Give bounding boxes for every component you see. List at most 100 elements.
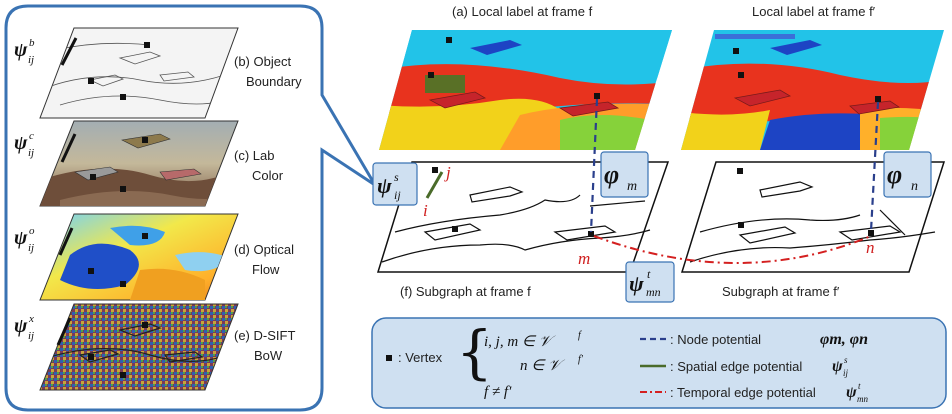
feature-label-e-line1: (e) D-SIFT bbox=[234, 328, 295, 343]
vertex-marker bbox=[738, 222, 744, 228]
legend-spatial-sub: ij bbox=[843, 368, 849, 378]
vertex-marker bbox=[88, 268, 94, 274]
spatial-potential-box: ψ s ij bbox=[372, 162, 418, 206]
node-potential-n-box: φ n bbox=[883, 151, 932, 198]
legend-brace: { bbox=[456, 318, 493, 386]
vertex-marker bbox=[594, 93, 600, 99]
temporal-potential-box: ψ t mn bbox=[625, 261, 675, 303]
svg-text:ij: ij bbox=[394, 188, 401, 202]
vertex-marker bbox=[428, 72, 434, 78]
vertex-marker bbox=[90, 174, 96, 180]
svg-text:ψ: ψ bbox=[377, 173, 392, 198]
vertex-marker bbox=[733, 48, 739, 54]
svg-text:b: b bbox=[29, 37, 35, 49]
svg-text:mn: mn bbox=[646, 285, 661, 299]
legend-node-math: φm, φn bbox=[820, 331, 868, 348]
vertex-marker bbox=[875, 96, 881, 102]
legend-cond-1-sup: f bbox=[578, 330, 582, 341]
feature-label-d-line1: (d) Optical bbox=[234, 242, 294, 257]
svg-text:o: o bbox=[29, 225, 35, 237]
legend-vertex-label: : Vertex bbox=[398, 350, 443, 365]
vertex-marker bbox=[737, 168, 743, 174]
optical-flow-panel bbox=[39, 213, 239, 301]
node-potential-m-box: φ m bbox=[600, 151, 649, 198]
spatial-edge-mark bbox=[60, 37, 78, 66]
legend-cond-2: n ∈ 𝒱 bbox=[520, 358, 565, 374]
legend-temporal-text: : Temporal edge potential bbox=[670, 385, 816, 400]
vertex-marker bbox=[88, 78, 94, 84]
node-potential-m bbox=[589, 98, 599, 233]
legend-cond-1: i, j, m ∈ 𝒱 bbox=[484, 334, 556, 350]
svg-text:m: m bbox=[627, 179, 637, 194]
svg-text:ψ: ψ bbox=[14, 132, 28, 154]
vertex-marker bbox=[120, 372, 126, 378]
feature-label-d-line2: Flow bbox=[252, 262, 280, 277]
feature-label-c-line1: (c) Lab bbox=[234, 148, 274, 163]
spatial-edge-mark bbox=[60, 133, 77, 163]
vertex-marker bbox=[588, 231, 594, 237]
feature-label-c-line2: Color bbox=[252, 168, 284, 183]
legend-temporal-symbol: ψ bbox=[846, 384, 857, 401]
vertex-marker bbox=[452, 226, 458, 232]
local-label-image-fprime bbox=[681, 30, 944, 150]
vertex-marker bbox=[142, 233, 148, 239]
svg-text:ψ: ψ bbox=[14, 39, 28, 61]
feature-symbol-b: ψ b ij bbox=[14, 37, 35, 66]
feature-symbol-c: ψ c ij bbox=[14, 130, 34, 159]
vertex-marker bbox=[120, 94, 126, 100]
vertex-marker bbox=[120, 281, 126, 287]
legend-cond-3: f ≠ f′ bbox=[484, 384, 512, 400]
title-local-label-fprime: Local label at frame f′ bbox=[752, 4, 876, 19]
vertex-marker bbox=[144, 42, 150, 48]
svg-text:φ: φ bbox=[604, 160, 619, 189]
title-subgraph-f: (f) Subgraph at frame f bbox=[400, 284, 531, 299]
svg-text:ψ: ψ bbox=[629, 271, 644, 296]
svg-text:s: s bbox=[394, 170, 399, 184]
node-label-m: m bbox=[578, 249, 590, 268]
feature-symbol-x: ψ x ij bbox=[14, 313, 34, 342]
subgraph-frame-fprime bbox=[680, 161, 946, 273]
dsift-bow-panel bbox=[39, 303, 239, 391]
svg-text:ij: ij bbox=[28, 330, 34, 342]
vertex-marker bbox=[142, 137, 148, 143]
feature-label-b-line1: (b) Object bbox=[234, 54, 291, 69]
spatial-edge-mark bbox=[56, 317, 72, 346]
svg-text:x: x bbox=[28, 313, 34, 325]
legend-spatial-sup: s bbox=[844, 355, 848, 365]
local-label-image-f bbox=[379, 30, 672, 150]
legend-spatial-text: : Spatial edge potential bbox=[670, 359, 802, 374]
feature-symbol-o: ψ o ij bbox=[14, 225, 35, 254]
lab-color-panel bbox=[39, 120, 239, 207]
vertex-marker bbox=[88, 354, 94, 360]
node-label-i: i bbox=[423, 201, 428, 220]
feature-label-b-line2: Boundary bbox=[246, 74, 302, 89]
vertex-marker bbox=[446, 37, 452, 43]
svg-text:ψ: ψ bbox=[14, 315, 28, 337]
svg-text:ij: ij bbox=[28, 242, 34, 254]
title-subgraph-fprime: Subgraph at frame f′ bbox=[722, 284, 840, 299]
spatial-edge bbox=[425, 171, 444, 199]
node-label-j: j bbox=[444, 163, 451, 182]
feature-label-e-line2: BoW bbox=[254, 348, 283, 363]
legend-vertex-marker bbox=[386, 355, 392, 361]
legend-cond-2-sup: f′ bbox=[578, 354, 584, 365]
vertex-marker bbox=[868, 230, 874, 236]
object-boundary-panel bbox=[39, 27, 239, 119]
legend-box: : Vertex { i, j, m ∈ 𝒱 f n ∈ 𝒱 f′ f ≠ f′… bbox=[371, 317, 947, 409]
vertex-marker bbox=[142, 322, 148, 328]
svg-text:ij: ij bbox=[28, 54, 34, 66]
spatial-edge-mark bbox=[58, 227, 74, 256]
title-local-label-f: (a) Local label at frame f bbox=[452, 4, 593, 19]
vertex-marker bbox=[738, 72, 744, 78]
legend-temporal-sub: mn bbox=[857, 394, 868, 404]
vertex-marker bbox=[432, 167, 438, 173]
svg-text:t: t bbox=[647, 267, 651, 281]
vertex-marker bbox=[120, 186, 126, 192]
legend-spatial-symbol: ψ bbox=[832, 358, 843, 375]
temporal-edge bbox=[593, 235, 872, 264]
svg-text:c: c bbox=[29, 130, 34, 142]
legend-node-text: : Node potential bbox=[670, 332, 761, 347]
svg-text:ψ: ψ bbox=[14, 227, 28, 249]
subgraph-frame-f bbox=[376, 161, 670, 273]
